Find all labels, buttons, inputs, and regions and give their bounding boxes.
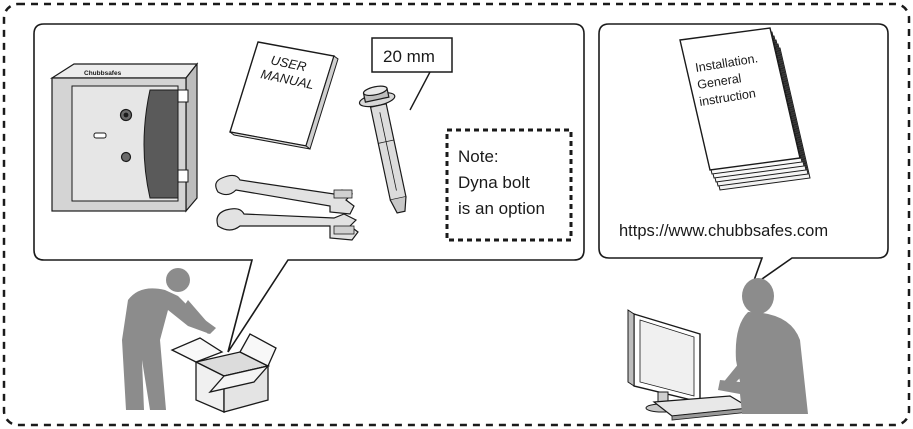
note-line3: is an option bbox=[458, 199, 545, 218]
note-line1: Note: bbox=[458, 147, 499, 166]
key-icon bbox=[215, 174, 355, 215]
note-box: Note: Dyna bolt is an option bbox=[445, 128, 573, 242]
box-icon bbox=[170, 333, 277, 413]
manual-title-line1: USER bbox=[269, 52, 307, 74]
bolt-size-label: 20 mm bbox=[383, 47, 435, 66]
person-unpacking-icon bbox=[122, 268, 216, 410]
safe-icon: Chubbsafes bbox=[49, 62, 199, 213]
booklet-icon: Installation. General instruction bbox=[679, 27, 811, 191]
safe-brand-label: Chubbsafes bbox=[84, 70, 122, 77]
bolt-size-callout: 20 mm bbox=[371, 37, 453, 111]
computer-monitor-icon bbox=[627, 309, 701, 413]
note-line2: Dyna bolt bbox=[458, 173, 530, 192]
dyna-bolt-icon bbox=[358, 85, 407, 214]
key-icon bbox=[216, 208, 359, 241]
website-url: https://www.chubbsafes.com bbox=[619, 222, 828, 240]
booklet-line2: General bbox=[696, 71, 742, 92]
user-manual-icon: USER MANUAL bbox=[229, 41, 339, 150]
person-computer-icon bbox=[718, 278, 808, 414]
